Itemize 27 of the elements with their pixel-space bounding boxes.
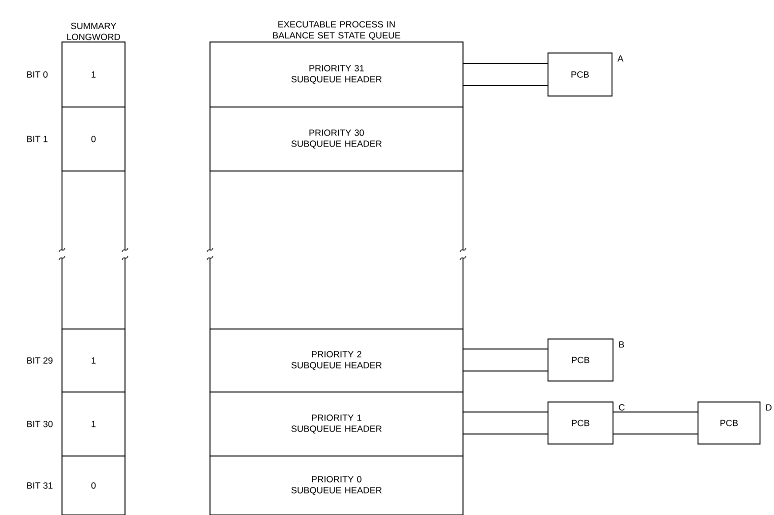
queue-header-cell: PRIORITY 2 SUBQUEUE HEADER <box>210 328 464 392</box>
link-line <box>463 370 548 372</box>
bit-cell: 0 <box>62 106 126 172</box>
link-line <box>463 85 548 86</box>
pcb-box: PCB <box>548 338 614 382</box>
bit-label: BIT 31 <box>27 482 53 489</box>
pcb-box: PCB <box>548 402 614 444</box>
bit-cell: 0 <box>62 456 126 515</box>
pcb-box: PCB <box>548 52 612 96</box>
bit-label: BIT 0 <box>27 71 48 78</box>
bit-cell: 1 <box>62 328 126 392</box>
bit-cell: 1 <box>62 392 126 456</box>
bit-label: BIT 1 <box>27 136 48 142</box>
link-line <box>463 348 548 350</box>
pcb-letter: C <box>618 404 625 411</box>
pcb-box: PCB <box>698 402 760 444</box>
pcb-letter: B <box>619 341 624 348</box>
pcb-letter: A <box>617 55 624 62</box>
link-line <box>463 63 548 64</box>
bit-label: BIT 29 <box>27 357 53 364</box>
queue-header-cell: PRIORITY 1 SUBQUEUE HEADER <box>210 392 464 456</box>
pcb-letter: D <box>766 404 772 411</box>
bit-label: BIT 30 <box>27 420 53 428</box>
queue-header-cell: PRIORITY 30 SUBQUEUE HEADER <box>210 106 464 172</box>
queue-header-cell: PRIORITY 31 SUBQUEUE HEADER <box>210 42 464 108</box>
bit-cell: 1 <box>62 42 126 108</box>
queue-header-cell: PRIORITY 0 SUBQUEUE HEADER <box>210 456 464 515</box>
